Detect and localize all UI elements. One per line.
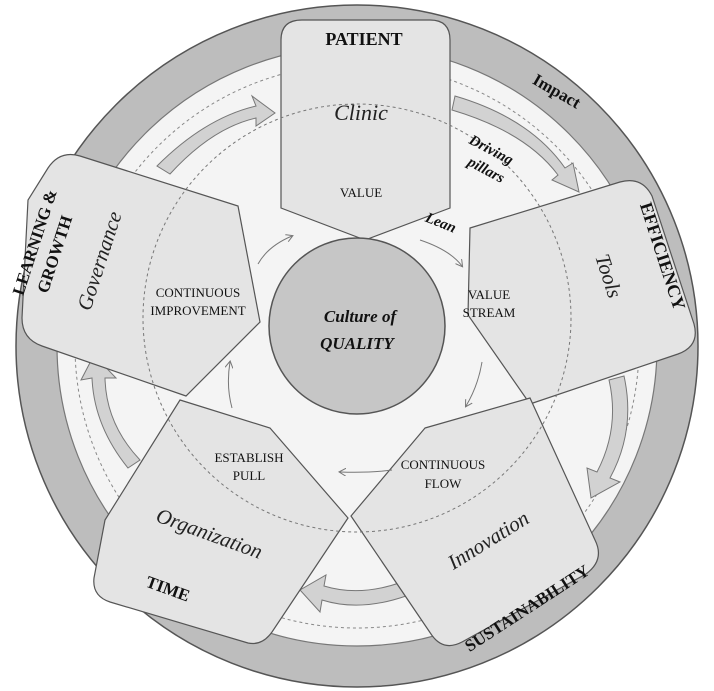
pillar-governance bbox=[21, 153, 261, 397]
lean-continuous-flow-line-2: FLOW bbox=[425, 476, 463, 491]
pillar-clinic bbox=[280, 19, 451, 241]
label-patient: PATIENT bbox=[325, 29, 402, 49]
lean-arrow-stream-to-flow bbox=[466, 361, 483, 406]
lean-establish-pull-line-2: PULL bbox=[233, 468, 266, 483]
center-line-2: QUALITY bbox=[320, 334, 395, 353]
lean-value-stream-line-1: VALUE bbox=[468, 287, 510, 302]
lean-arrow-pull-to-improvement bbox=[228, 362, 232, 409]
pillar-innovation bbox=[350, 397, 600, 647]
lean-continuous-improvement-line-2: IMPROVEMENT bbox=[150, 303, 245, 318]
block-arrow-top-left bbox=[156, 94, 276, 175]
lean-value: VALUE bbox=[340, 185, 382, 200]
block-arrow-right bbox=[586, 375, 629, 499]
pillar-label-clinic: Clinic bbox=[334, 100, 388, 125]
lean-continuous-flow-line-1: CONTINUOUS bbox=[401, 457, 486, 472]
block-arrow-top-right bbox=[451, 95, 580, 193]
lean-value-stream-line-2: STREAM bbox=[463, 305, 516, 320]
pillar-organization bbox=[93, 399, 349, 645]
lean-establish-pull-line-1: ESTABLISH bbox=[214, 450, 283, 465]
lean-arrow-value-to-stream bbox=[419, 239, 462, 266]
center-circle bbox=[268, 237, 446, 415]
lean-continuous-improvement-line-1: CONTINUOUS bbox=[156, 285, 241, 300]
inner-dashed-ring bbox=[142, 103, 572, 533]
lean-arrow-improvement-to-value bbox=[257, 236, 292, 265]
pillar-tools bbox=[467, 180, 696, 405]
center-line-1: Culture of bbox=[324, 307, 399, 326]
lean-arrow-flow-to-pull bbox=[340, 470, 393, 472]
